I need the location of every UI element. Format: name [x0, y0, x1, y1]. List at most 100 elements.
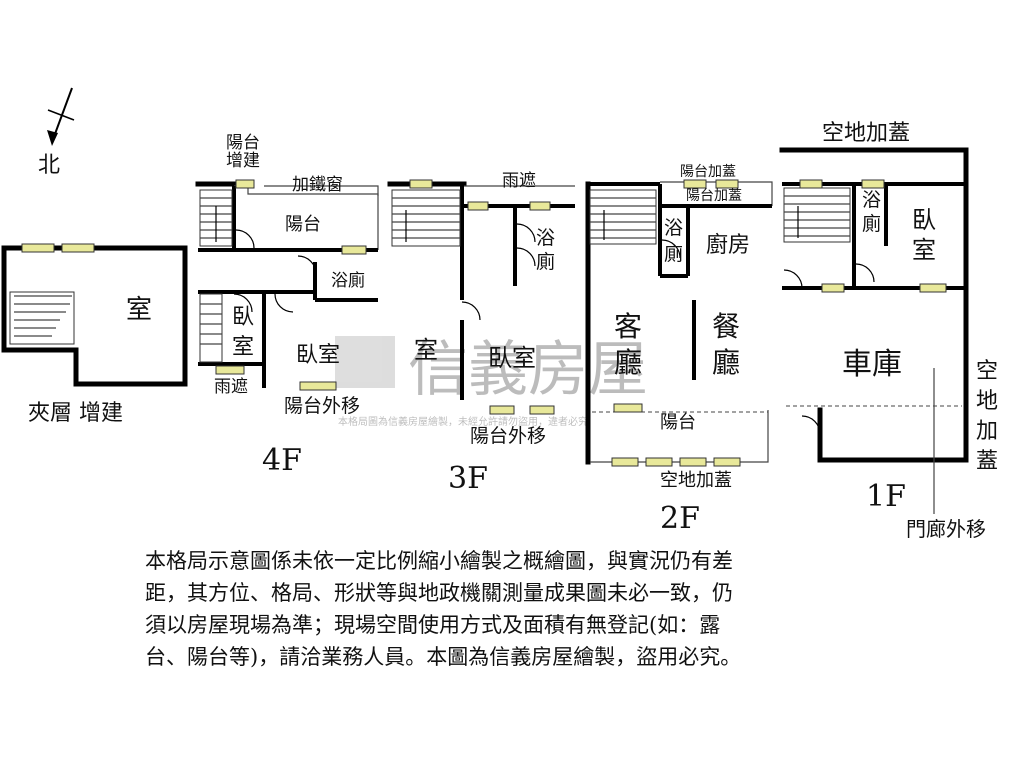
floor4-window-4: [299, 381, 337, 391]
floor1-side-3: 加: [976, 419, 998, 444]
floor4-stair: [199, 189, 233, 247]
floor4-door-2: [297, 255, 317, 275]
floor2-bathroom-2: 廁: [664, 242, 683, 265]
disclaimer: 本格局示意圖係未依一定比例縮小繪製之概繪圖，與實況仍有差 距，其方位、格局、形狀…: [145, 545, 885, 673]
floor2-window-5: [713, 457, 741, 467]
floor1-plan: 空地加蓋 浴 廁 臥 室 車庫 空 地 加 蓋 1F 門廊外移: [779, 121, 998, 541]
mezzanine-stair-steps: [14, 295, 72, 337]
floor1-window-3: [821, 283, 845, 293]
compass-tick: [47, 109, 75, 121]
floor2-living-1: 客: [614, 310, 642, 343]
floor1-floor-label: 1F: [866, 479, 906, 514]
floor2-door-1: [661, 239, 681, 259]
floor4-balcony-addition-2: 增建: [226, 151, 260, 171]
floor2-bathroom-1: 浴: [664, 217, 683, 239]
floor4-iron-window: 加鐵窗: [292, 175, 343, 195]
floor3-window-4: [489, 405, 515, 415]
floor1-door-1: [855, 263, 875, 283]
floor3-floor-label: 3F: [448, 461, 488, 496]
floor2-window-1: [613, 403, 643, 413]
floor2-window-3: [645, 457, 673, 467]
watermark-logo: [335, 336, 395, 388]
floor4-bedroom-left-2: 室: [232, 335, 254, 360]
floor2-plan: 陽台加蓋 陽台加蓋 浴 廁 廚房 客 廳 餐 廳 陽台 空地加蓋 2F: [585, 164, 773, 536]
floor4-window-2: [341, 245, 367, 255]
floor2-window-2: [611, 457, 639, 467]
disclaimer-line-3: 須以房屋現場為準；現場空間使用方式及面積有無登記(如：露: [145, 613, 721, 637]
floor4-window-3: [215, 365, 245, 375]
floor2-stair-steps: [590, 197, 656, 239]
floor3-stair: [391, 189, 461, 247]
floor4-floor-label: 4F: [262, 443, 302, 478]
floor3-stair-steps: [392, 197, 460, 239]
floor1-bathroom-1: 浴: [862, 189, 881, 211]
watermark: 信義房屋 本格局圖為信義房屋繪製，未經允許請勿盜用，違者必究: [335, 335, 648, 428]
floor3-balcony-moved: 陽台外移: [470, 425, 546, 447]
floor1-bedroom-2: 室: [912, 236, 936, 264]
floor1-open-space-top: 空地加蓋: [822, 121, 910, 146]
floor4-balcony: 陽台: [285, 214, 321, 235]
floor1-stair-steps: [784, 195, 850, 237]
mezzanine-plan: 室 夾層 增建: [1, 243, 188, 426]
floor2-window-top-2: [715, 179, 739, 189]
floor4-door-1: [235, 229, 255, 249]
mezzanine-room: 室: [126, 295, 152, 325]
watermark-brand: 信義房屋: [408, 335, 648, 405]
floor1-bathroom-2: 廁: [862, 212, 881, 235]
floor3-window-2: [467, 201, 489, 211]
floor4-iron-window-rail: [264, 185, 379, 196]
floor4-bathroom: 浴廁: [331, 270, 365, 291]
floor2-kitchen: 廚房: [706, 233, 750, 258]
mezzanine-caption: 夾層 增建: [28, 401, 123, 426]
floor4-window-1: [235, 179, 255, 189]
floor4-balcony-addition-1: 陽台: [226, 133, 260, 153]
disclaimer-line-1: 本格局示意圖係未依一定比例縮小繪製之概繪圖，與實況仍有差: [145, 549, 733, 573]
floor2-dining-2: 廳: [712, 346, 740, 379]
floor4-rain-shelter: 雨遮: [214, 377, 248, 397]
floor4-stair-2: [199, 293, 223, 363]
floor1-side-4: 蓋: [976, 449, 998, 474]
north-arrow-icon: [47, 130, 58, 146]
floor4-plan: 陽台 增建 加鐵窗 陽台 浴廁 臥 室 臥室 雨遮 陽台外移 4F: [195, 133, 379, 478]
floor3-door-1: [461, 301, 481, 321]
floor2-open-space-cover: 空地加蓋: [660, 470, 732, 491]
disclaimer-line-4: 台、陽台等)，請洽業務人員。本圖為信義房屋繪製，盜用必究。: [145, 645, 742, 669]
floor4-bedroom-right: 臥室: [296, 343, 340, 368]
floor3-window-3: [529, 201, 551, 211]
floor4-door-4: [233, 293, 253, 313]
floor2-balcony-cover-2: 陽台加蓋: [686, 188, 742, 204]
disclaimer-line-2: 距，其方位、格局、形狀等與地政機關測量成果圖未必一致，仍: [145, 581, 733, 605]
north-label: 北: [38, 153, 60, 178]
floor3-bedroom: 臥室: [488, 344, 536, 372]
floor1-garage: 車庫: [842, 347, 902, 382]
floor4-stair-2-steps: [200, 303, 222, 345]
floor1-window-2: [861, 179, 885, 189]
floor2-balcony: 陽台: [660, 412, 696, 433]
floor3-window-5: [529, 405, 555, 415]
floor2-floor-label: 2F: [660, 501, 700, 536]
floor2-dining-1: 餐: [712, 310, 740, 343]
watermark-note: 本格局圖為信義房屋繪製，未經允許請勿盜用，違者必究: [338, 415, 588, 428]
floor1-side-1: 空: [976, 359, 998, 384]
floor2-balcony-cover: 陽台加蓋: [680, 164, 736, 180]
floor3-door-2: [516, 223, 536, 243]
floor3-bathroom-2: 廁: [536, 250, 555, 273]
floor2-stair: [589, 189, 657, 245]
mezzanine-window-2: [61, 243, 95, 253]
floor2-window-top-1: [683, 179, 707, 189]
floor1-bedroom-1: 臥: [912, 206, 936, 234]
floor1-window-4: [919, 283, 947, 293]
mezzanine-stair: [9, 291, 75, 345]
floor3-window-1: [409, 179, 433, 189]
floor3-room: 室: [414, 336, 438, 364]
floor3-rain-shelter: 雨遮: [502, 171, 536, 191]
floor2-window-4: [679, 457, 707, 467]
floor1-window-1: [799, 179, 823, 189]
floor2-living-2: 廳: [614, 346, 642, 379]
compass: 北: [38, 87, 75, 178]
floor1-outline: [779, 147, 969, 463]
floor4-balcony-moved: 陽台外移: [284, 395, 360, 417]
floor1-side-2: 地: [976, 389, 998, 414]
floor3-plan: 雨遮 浴 廁 室 臥室 陽台外移 3F: [387, 171, 575, 496]
